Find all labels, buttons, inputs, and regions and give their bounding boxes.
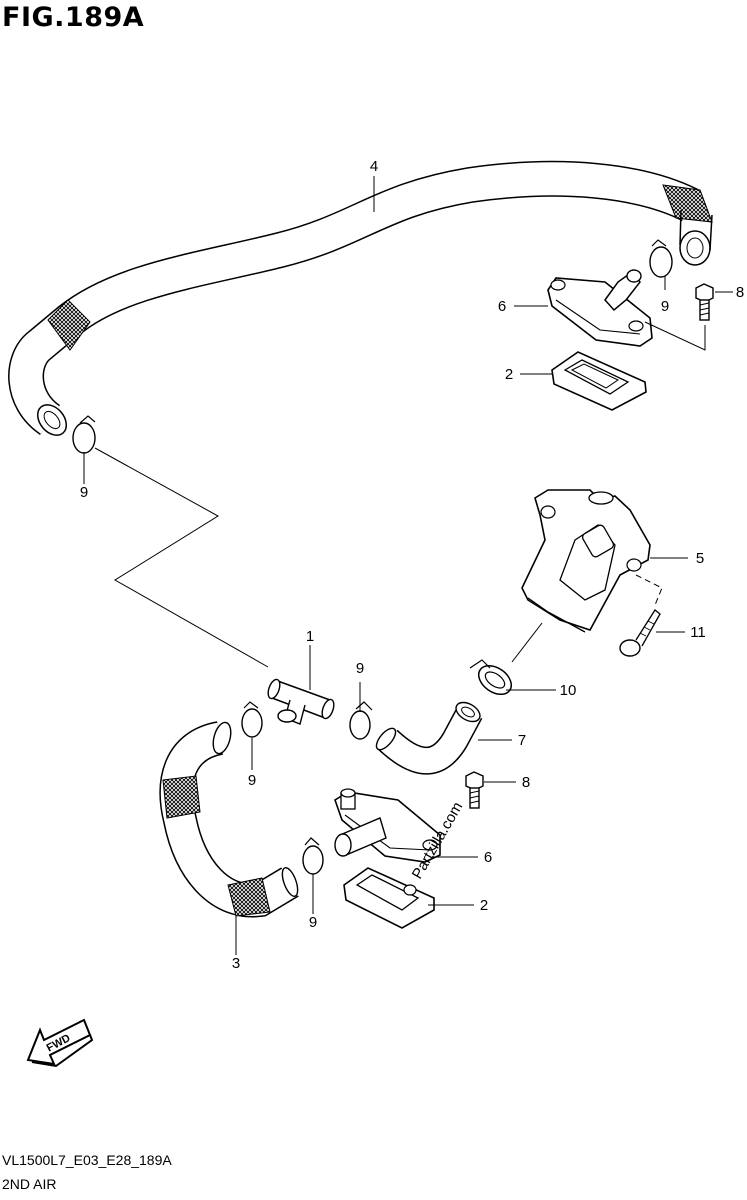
leader-lines xyxy=(83,176,733,955)
reed-valve-gasket-2-lower xyxy=(343,867,435,929)
screw-11 xyxy=(619,609,661,657)
clamp-9-upper-right xyxy=(649,239,673,278)
callout-3: 3 xyxy=(232,955,240,972)
clamp-9-left xyxy=(72,415,96,454)
reed-valve-cover-6-upper xyxy=(547,269,653,347)
hose-3 xyxy=(159,721,299,918)
clamp-9-mid-right xyxy=(349,701,373,740)
fwd-arrow-icon: FWD xyxy=(26,1018,94,1068)
callout-9-left: 9 xyxy=(80,484,88,501)
hose-7 xyxy=(375,701,483,775)
callout-6-lower: 6 xyxy=(484,849,492,866)
callout-9-mid-right: 9 xyxy=(356,660,364,677)
callout-2-lower: 2 xyxy=(480,897,488,914)
figure-title: FIG.189A xyxy=(2,2,145,33)
hose-4 xyxy=(8,160,713,436)
clip-10 xyxy=(469,659,513,696)
callout-9-lower: 9 xyxy=(309,914,317,931)
diagram-name: 2ND AIR xyxy=(2,1176,57,1192)
bolt-8-lower xyxy=(465,771,484,809)
callout-labels: 4 6 9 8 2 9 5 11 1 9 10 7 9 8 6 2 9 3 xyxy=(80,158,744,972)
callout-11: 11 xyxy=(690,624,706,641)
clamp-9-mid-left xyxy=(241,701,263,738)
callout-8-lower: 8 xyxy=(522,774,530,791)
clamp-9-lower xyxy=(302,837,324,875)
diagram-code: VL1500L7_E03_E28_189A xyxy=(2,1152,172,1168)
callout-6-upper: 6 xyxy=(498,298,506,315)
callout-10: 10 xyxy=(560,682,577,699)
callout-9-upper-right: 9 xyxy=(661,298,669,315)
callout-7: 7 xyxy=(518,732,526,749)
reed-valve-cover-6-lower xyxy=(334,788,441,863)
callout-4: 4 xyxy=(370,158,378,175)
callout-8-upper: 8 xyxy=(736,284,744,301)
connection-lines xyxy=(94,321,706,668)
callout-1: 1 xyxy=(306,628,314,645)
callout-9-mid-left: 9 xyxy=(248,772,256,789)
air-valve-5 xyxy=(521,489,651,633)
callout-5: 5 xyxy=(696,550,704,567)
joint-1 xyxy=(267,678,335,725)
callout-2-upper: 2 xyxy=(505,366,513,383)
bolt-8-upper xyxy=(695,283,714,321)
reed-valve-gasket-2-upper xyxy=(551,351,647,411)
